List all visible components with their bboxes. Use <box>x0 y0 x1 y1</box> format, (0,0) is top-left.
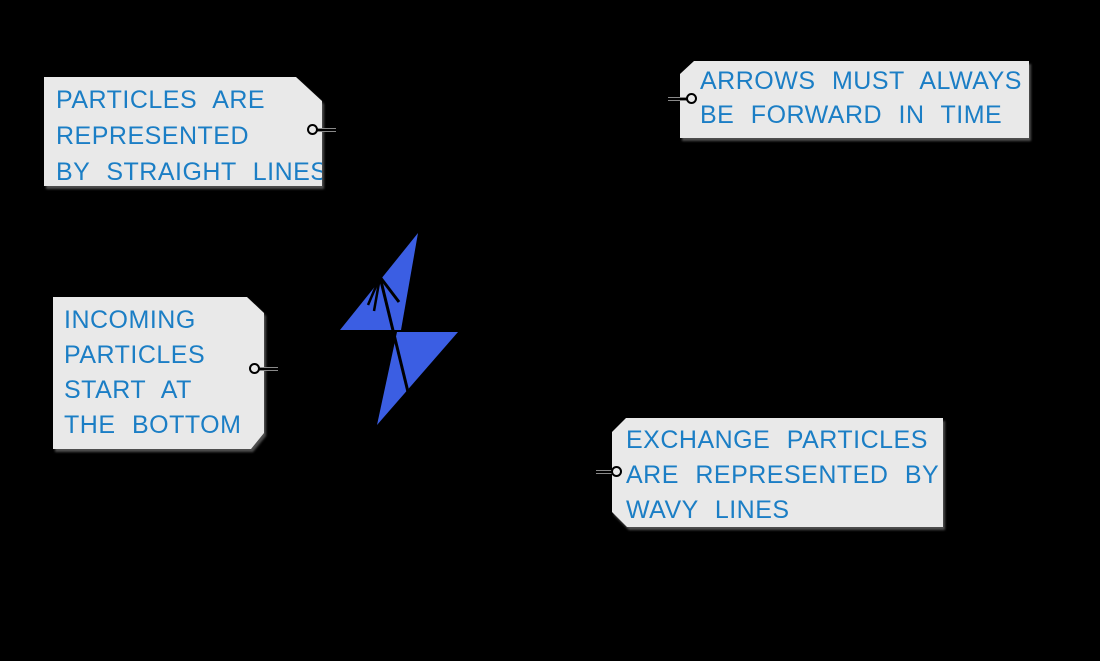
note-straight-lines: PARTICLES ARE REPRESENTED BY STRAIGHT LI… <box>44 77 322 186</box>
note-line: WAVY LINES <box>626 496 790 524</box>
note-exchange-particles-box: EXCHANGE PARTICLES ARE REPRESENTED BY WA… <box>612 418 943 527</box>
note-line: BE FORWARD IN TIME <box>700 101 1003 129</box>
leader-line-forward <box>668 97 688 101</box>
leader-line-exchange <box>596 470 615 474</box>
note-line: ARROWS MUST ALWAYS <box>700 67 1022 95</box>
note-line: REPRESENTED <box>56 122 250 150</box>
note-line: ARE REPRESENTED BY <box>626 461 940 489</box>
particle-line <box>378 276 410 393</box>
note-line: BY STRAIGHT LINES <box>56 158 328 186</box>
note-incoming-particles: INCOMING PARTICLES START AT THE BOTTOM <box>53 297 264 449</box>
connector-dot-straight <box>307 124 318 135</box>
arrow-barb-right <box>378 276 401 303</box>
leader-line-straight <box>316 128 336 132</box>
note-forward-in-time: ARROWS MUST ALWAYS BE FORWARD IN TIME <box>680 61 1029 138</box>
note-line: INCOMING <box>64 306 196 334</box>
note-forward-in-time-box: ARROWS MUST ALWAYS BE FORWARD IN TIME <box>680 61 1029 138</box>
leader-line-incoming <box>258 367 278 371</box>
note-incoming-particles-box: INCOMING PARTICLES START AT THE BOTTOM <box>53 297 264 449</box>
note-straight-lines-box: PARTICLES ARE REPRESENTED BY STRAIGHT LI… <box>44 77 322 186</box>
note-line: THE BOTTOM <box>64 411 242 439</box>
connector-dot-exchange <box>611 466 622 477</box>
note-exchange-particles: EXCHANGE PARTICLES ARE REPRESENTED BY WA… <box>612 418 943 527</box>
note-line: START AT <box>64 376 192 404</box>
arrow-barb-mid <box>372 276 382 312</box>
connector-dot-forward <box>686 93 697 104</box>
connector-dot-incoming <box>249 363 260 374</box>
lower-arrowhead <box>377 332 458 425</box>
note-line: PARTICLES <box>64 341 206 369</box>
note-line: PARTICLES ARE <box>56 86 266 114</box>
note-line: EXCHANGE PARTICLES <box>626 426 928 454</box>
